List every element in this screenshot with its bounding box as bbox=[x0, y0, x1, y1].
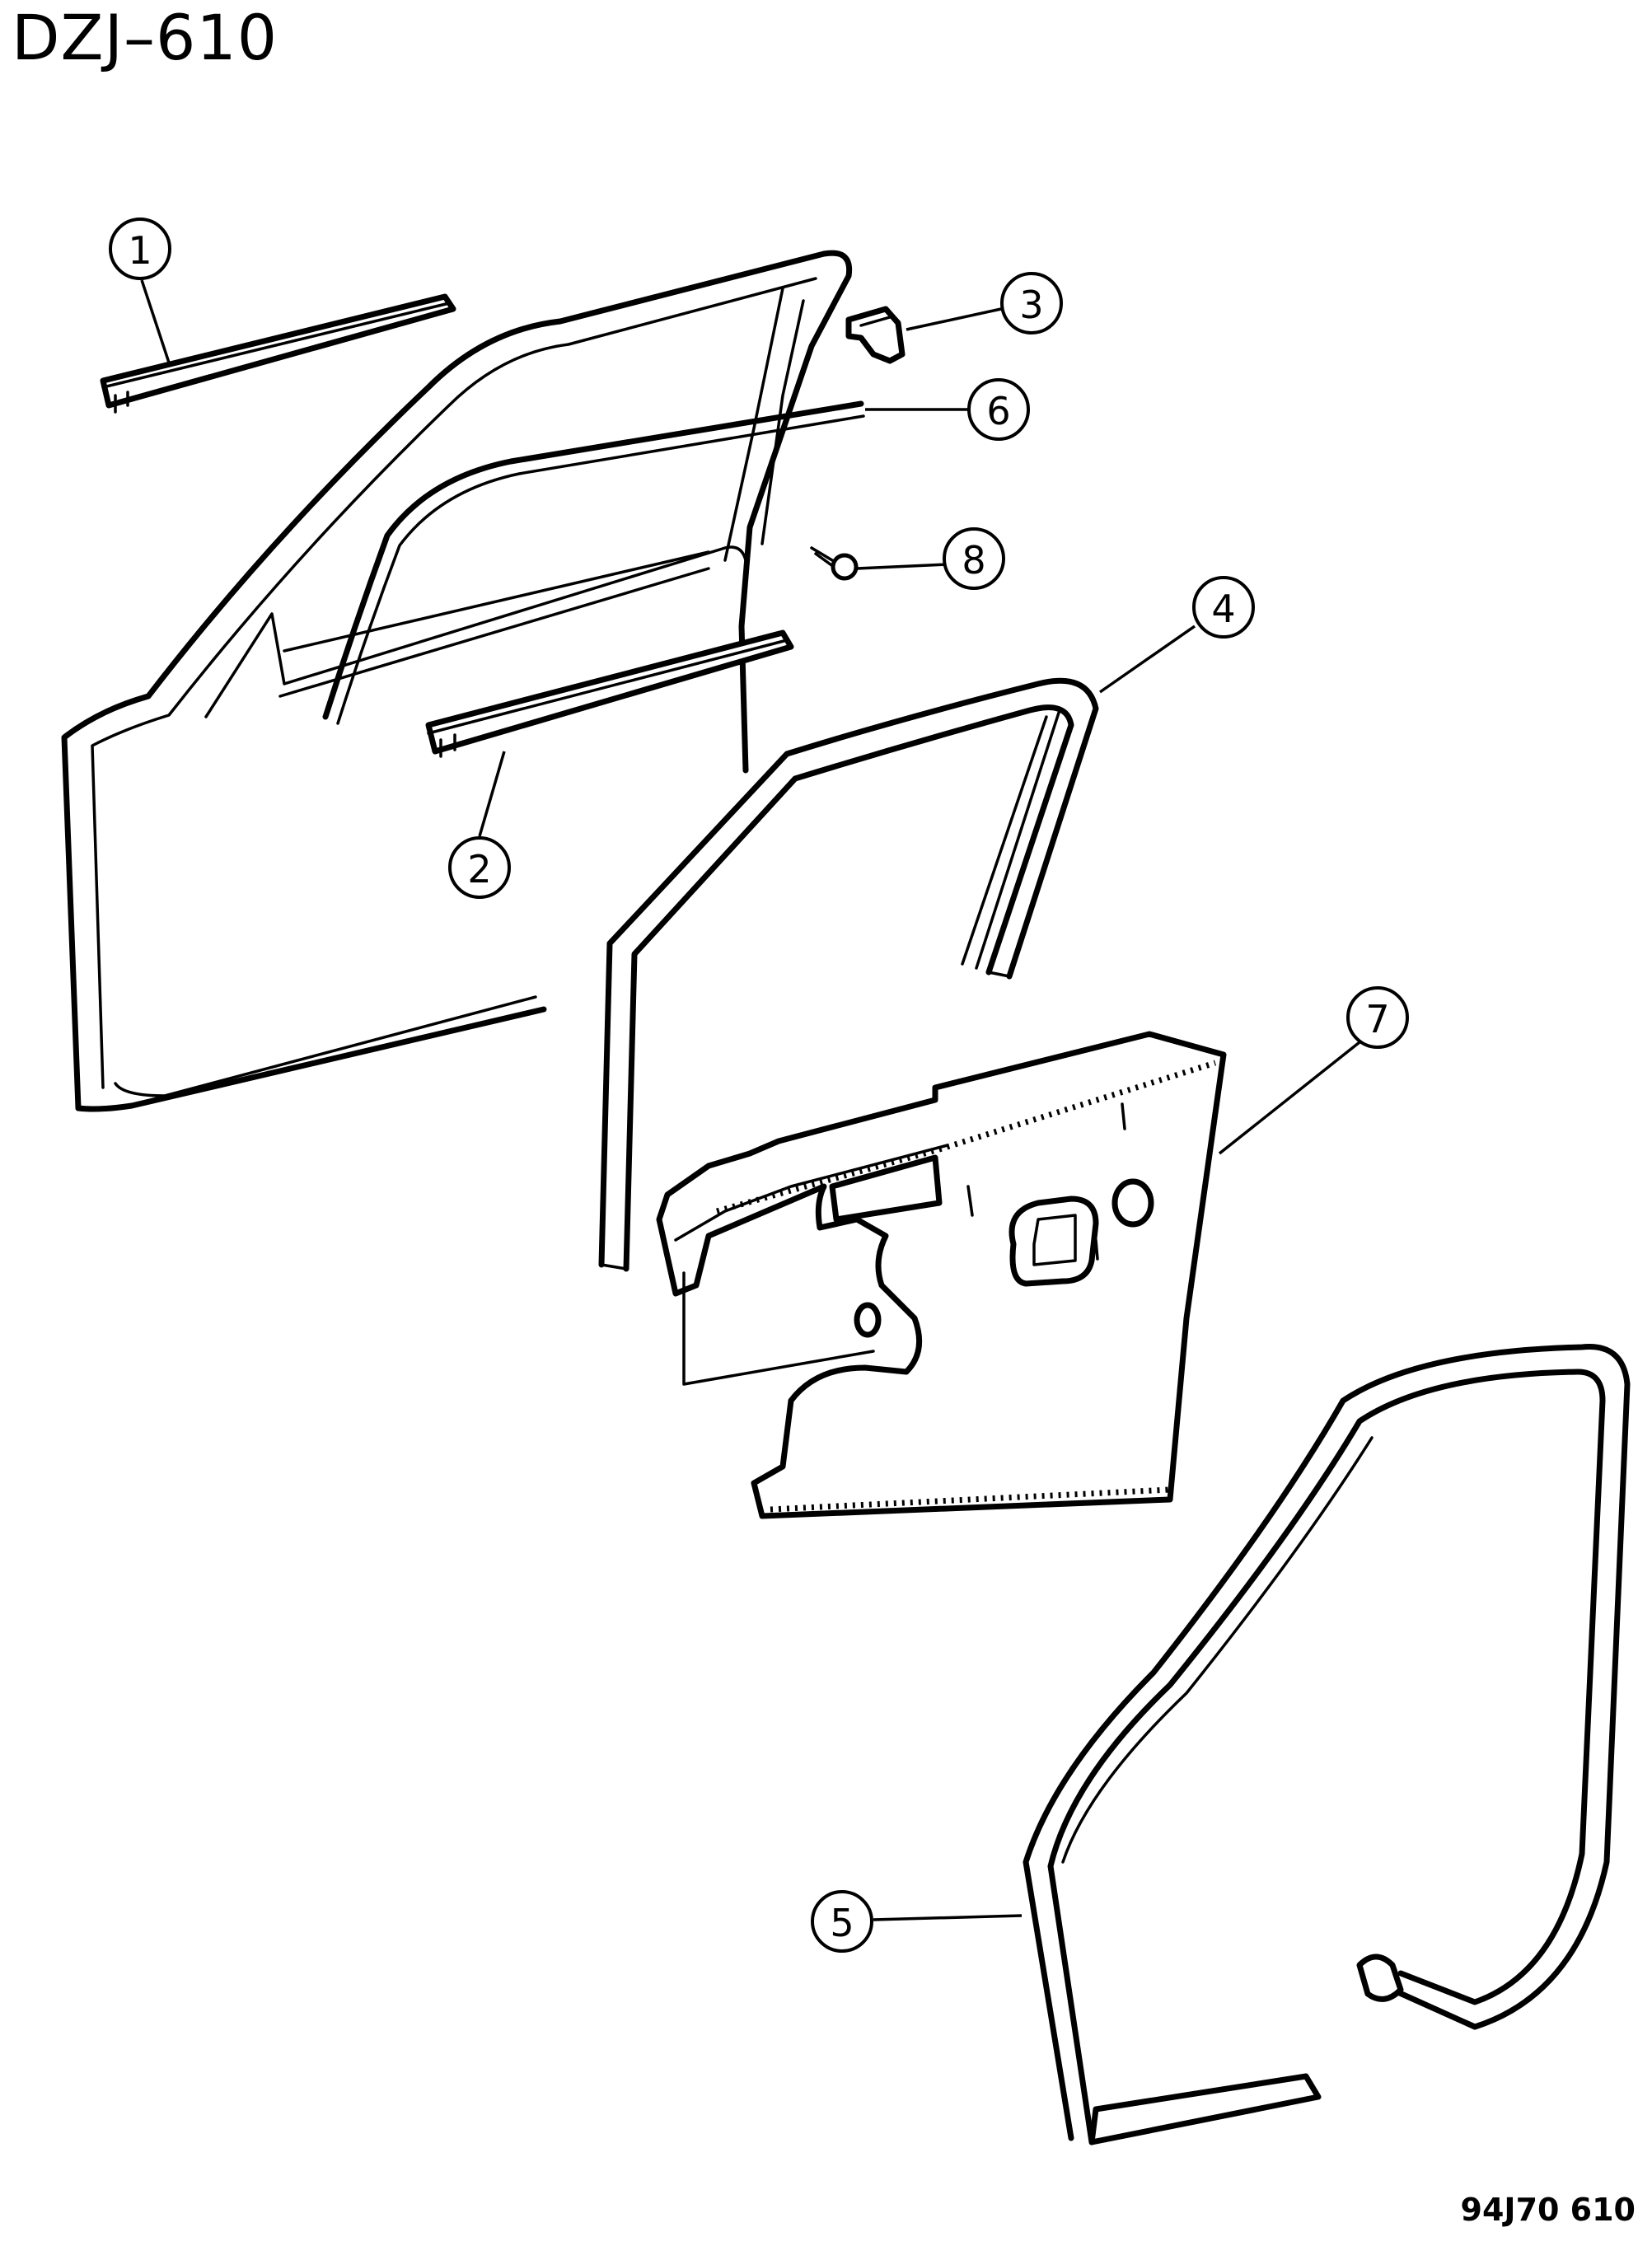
part-4-glass-run bbox=[598, 677, 1099, 1272]
callout-1: 1 bbox=[109, 218, 171, 280]
svg-text:3: 3 bbox=[1019, 283, 1043, 327]
part-5-door-weatherstrip bbox=[1023, 1344, 1631, 2145]
diagram-title: DZJ–610 bbox=[12, 1, 278, 74]
callout-6: 6 bbox=[967, 378, 1030, 441]
part-2-belt-weatherstrip bbox=[425, 629, 794, 758]
callout-5: 5 bbox=[811, 1890, 873, 1953]
svg-text:6: 6 bbox=[986, 389, 1010, 433]
svg-text:8: 8 bbox=[962, 538, 985, 583]
part-1-weatherstrip bbox=[100, 293, 456, 414]
callout-8: 8 bbox=[943, 527, 1005, 590]
leader-lines bbox=[140, 279, 1361, 1921]
part-3-clip bbox=[845, 306, 906, 364]
part-6-channel-strip bbox=[322, 400, 865, 725]
svg-text:5: 5 bbox=[830, 1901, 854, 1945]
callout-7: 7 bbox=[1346, 986, 1409, 1049]
svg-text:1: 1 bbox=[128, 228, 152, 273]
callout-4: 4 bbox=[1192, 576, 1255, 639]
svg-text:2: 2 bbox=[467, 847, 491, 891]
part-8-screw bbox=[810, 546, 859, 581]
svg-text:7: 7 bbox=[1365, 997, 1389, 1041]
diagram-code: 94J70 610 bbox=[1460, 2192, 1636, 2228]
callout-3: 3 bbox=[1000, 272, 1063, 335]
callout-2: 2 bbox=[448, 836, 511, 899]
part-7-water-shield bbox=[656, 1031, 1227, 1519]
svg-text:4: 4 bbox=[1211, 587, 1235, 631]
